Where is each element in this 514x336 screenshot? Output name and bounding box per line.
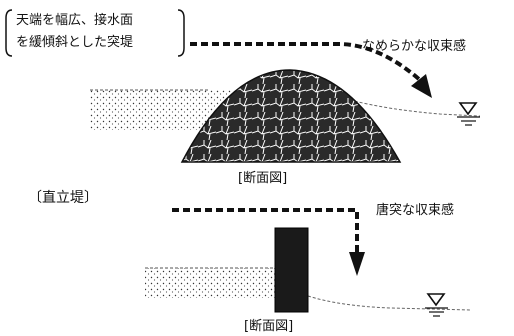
vertical-wall <box>274 227 309 313</box>
abrupt-convergence-label: 唐突な収束感 <box>376 203 455 218</box>
bottom-water-surface <box>307 295 471 311</box>
note-line-1: 天端を幅広、接水面 <box>16 13 134 28</box>
top-water-level-icon <box>458 102 478 116</box>
caption-top: [断面図] <box>238 171 288 186</box>
smooth-convergence-label: なめらかな収束感 <box>362 39 467 54</box>
bottom-dashed-arrow-line <box>172 208 359 255</box>
vertical-wall-heading: 〔直立堤〕 <box>28 190 98 206</box>
bottom-dashed-arrow-head <box>349 252 365 276</box>
top-dashed-arrow-line <box>190 42 422 82</box>
note-bracket-left <box>5 9 13 57</box>
bottom-water-level-icon <box>426 293 446 307</box>
top-dashed-arrow-head <box>411 74 432 98</box>
bottom-sand <box>145 268 275 298</box>
caption-bottom: [断面図] <box>244 319 294 334</box>
note-line-2: を緩傾斜とした突堤 <box>16 35 134 50</box>
mound-breakwater <box>180 69 402 163</box>
note-bracket-right <box>177 9 185 57</box>
